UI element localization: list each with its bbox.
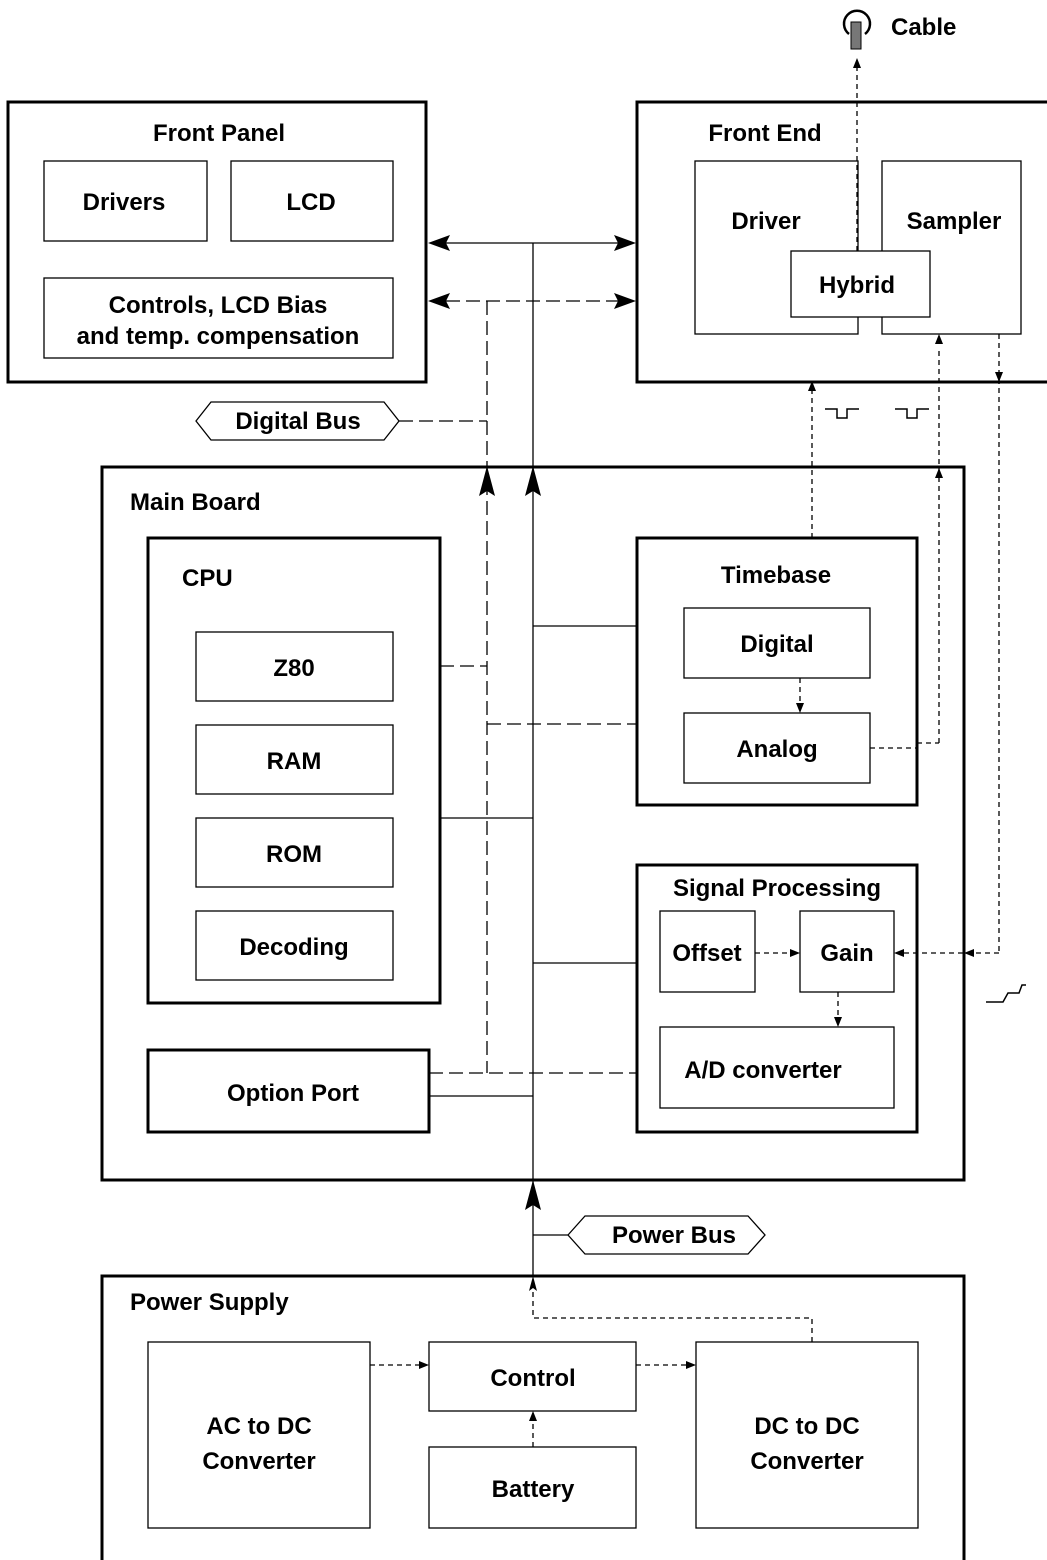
hybrid-label: Hybrid [819, 272, 895, 299]
power-supply-title: Power Supply [130, 1289, 289, 1316]
cpu-block [146, 536, 442, 1005]
decoding-box [195, 910, 394, 981]
ac-dc-converter-box [147, 1341, 371, 1529]
rom-box [195, 817, 394, 888]
cable-connector: Cable [842, 9, 956, 50]
control-box [428, 1341, 637, 1412]
driver-box [694, 160, 859, 335]
control-label: Control [490, 1365, 575, 1392]
z80-label: Z80 [273, 655, 314, 682]
front-end-title: Front End [708, 120, 821, 147]
controls-label-line1: Controls, LCD Bias [109, 292, 328, 319]
drivers-label: Drivers [83, 189, 166, 216]
option-port-label: Option Port [227, 1080, 359, 1107]
front-end-block: Front End Driver Sampler Hybrid [635, 100, 1047, 384]
ram-label: RAM [267, 748, 322, 775]
digital-bus-tag: Digital Bus [195, 401, 400, 441]
hybrid-box [790, 250, 931, 318]
controls-label-line2: and temp. compensation [77, 323, 360, 350]
z80-box [195, 631, 394, 702]
solid-bus-lines [428, 235, 637, 1291]
signal-processing-title: Signal Processing [673, 875, 881, 902]
cpu-title: CPU [182, 565, 233, 592]
offset-box [659, 910, 756, 993]
gain-label: Gain [820, 940, 873, 967]
battery-label: Battery [492, 1476, 575, 1503]
antenna-connector-icon [842, 9, 872, 50]
sampler-box [881, 160, 1022, 335]
sampler-label: Sampler [907, 208, 1002, 235]
front-panel-title: Front Panel [153, 120, 285, 147]
signal-processing-block [635, 863, 919, 1134]
ad-converter-box [659, 1026, 895, 1109]
ram-box [195, 724, 394, 795]
timebase-title: Timebase [721, 562, 831, 589]
timebase-block [635, 536, 919, 807]
pulse-waveform-icon [895, 408, 929, 419]
main-board-title: Main Board [130, 489, 261, 516]
digital-label: Digital [740, 631, 813, 658]
controls-box [43, 277, 394, 359]
dc-dc-label-line2: Converter [750, 1448, 863, 1475]
ad-converter-label: A/D converter [684, 1057, 841, 1084]
power-bus-label: Power Bus [612, 1222, 736, 1249]
front-panel-block: Front Panel Drivers LCD Controls, LCD Bi… [6, 100, 428, 384]
gain-box [799, 910, 895, 993]
cable-label: Cable [891, 14, 956, 41]
digital-box [683, 607, 871, 679]
analog-label: Analog [736, 736, 817, 763]
driver-label: Driver [731, 208, 800, 235]
power-bus-tag: Power Bus [567, 1215, 766, 1255]
lcd-box [230, 160, 394, 242]
waveform-icons [825, 408, 1026, 1003]
decoding-label: Decoding [239, 934, 348, 961]
option-port-box [146, 1048, 431, 1134]
pulse-waveform-icon [825, 408, 859, 419]
lcd-label: LCD [286, 189, 335, 216]
step-waveform-icon [986, 984, 1026, 1003]
ac-dc-label-line1: AC to DC [206, 1413, 311, 1440]
rom-label: ROM [266, 841, 322, 868]
digital-bus-label: Digital Bus [235, 408, 360, 435]
signal-lines [370, 58, 1003, 1447]
dc-dc-converter-box [695, 1341, 919, 1529]
offset-label: Offset [672, 940, 741, 967]
drivers-box [43, 160, 208, 242]
ac-dc-label-line2: Converter [202, 1448, 315, 1475]
digital-bus-lines [399, 293, 637, 1074]
power-supply-block: Power Supply AC to DC Converter Control … [100, 1274, 966, 1560]
dc-dc-label-line1: DC to DC [754, 1413, 859, 1440]
